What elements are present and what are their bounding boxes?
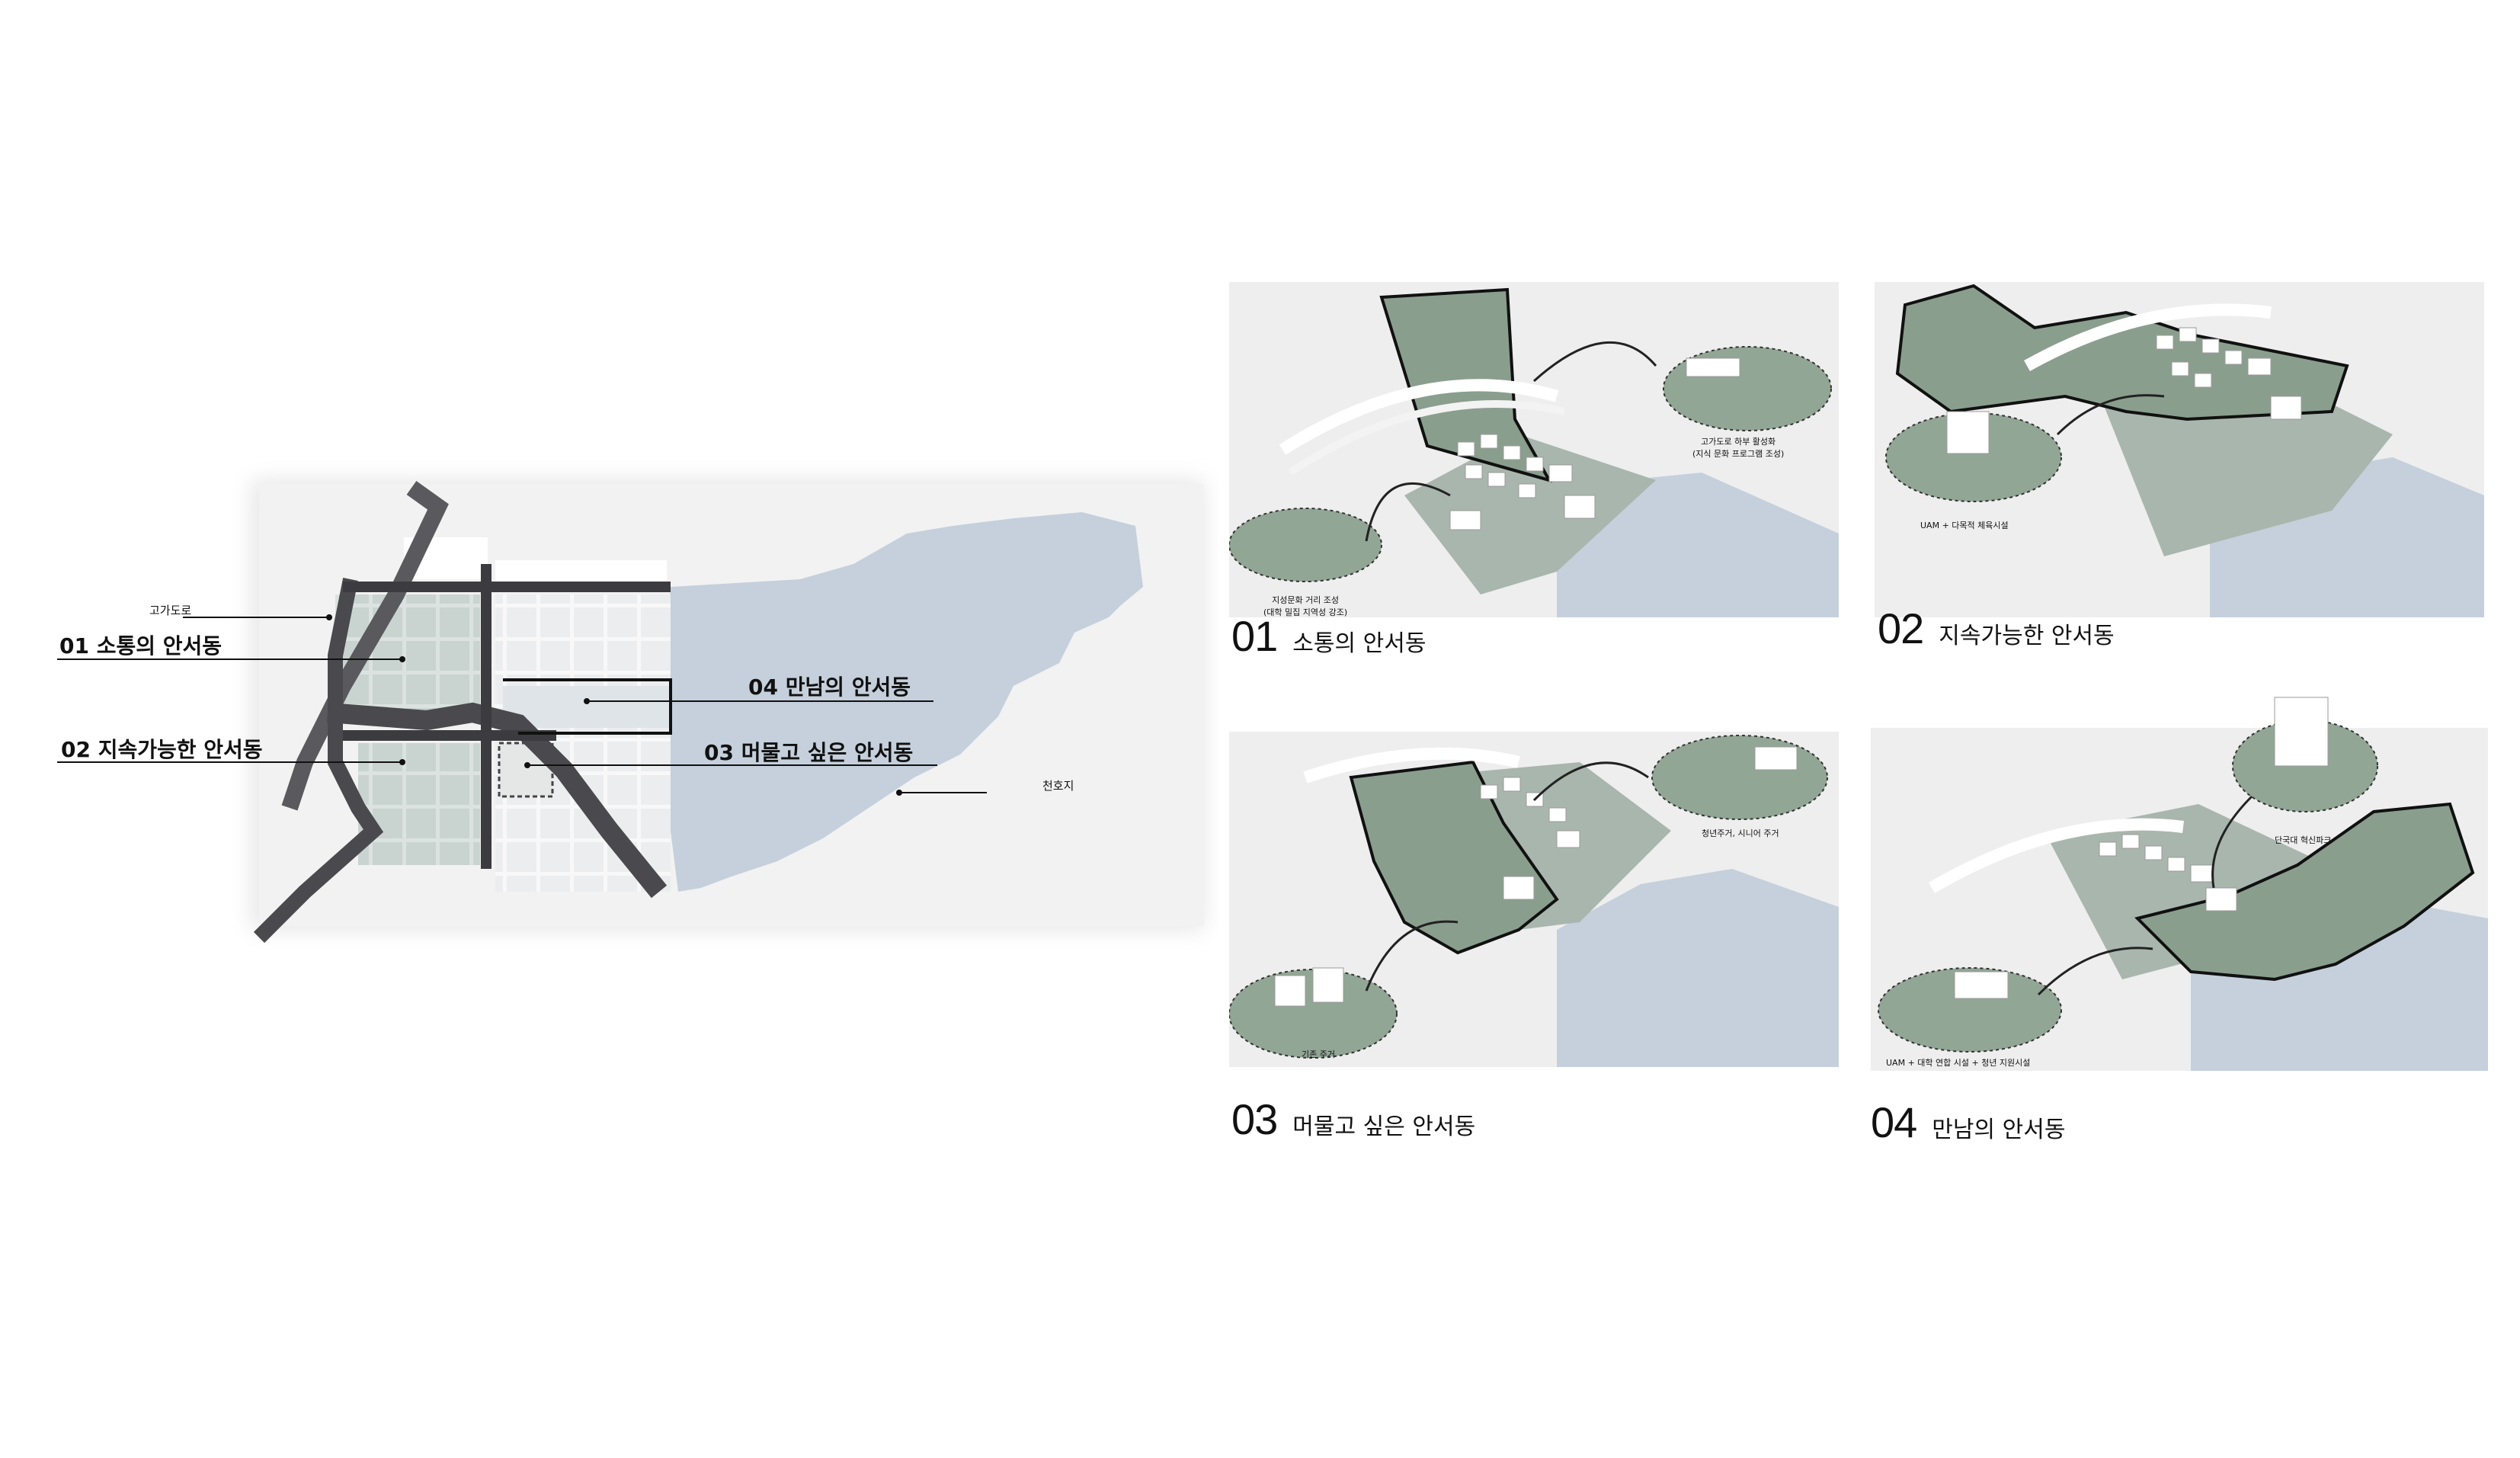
panel-04-diagram bbox=[1871, 697, 2488, 1071]
panel-03-diagram bbox=[1228, 732, 1839, 1067]
panel-03: 청년주거, 시니어 주거 기존 주거 bbox=[1228, 732, 1839, 1067]
main-road-diagonal bbox=[327, 702, 668, 899]
marker-zone2 bbox=[399, 759, 405, 765]
marker-zone4 bbox=[584, 698, 590, 704]
label-zone2: 02 지속가능한 안서동 bbox=[61, 737, 263, 762]
marker-zone1 bbox=[399, 656, 405, 662]
label-elevated-road: 고가도로 bbox=[149, 604, 192, 617]
site-plan-map bbox=[57, 480, 1204, 944]
panel-02: UAM + 다목적 체육시설 bbox=[1875, 282, 2484, 617]
panel-02-title: 지속가능한 안서동 bbox=[1939, 623, 2115, 649]
panel-03-caption: 03 머물고 싶은 안서동 bbox=[1231, 1094, 1475, 1144]
panel-01-title: 소통의 안서동 bbox=[1292, 630, 1427, 657]
elevated-road bbox=[281, 481, 449, 811]
panel-02-number: 02 bbox=[1878, 604, 1924, 652]
panel-04-number: 04 bbox=[1871, 1098, 1917, 1146]
label-zone1: 01 소통의 안서동 bbox=[59, 633, 223, 659]
block-top-right bbox=[495, 560, 667, 583]
panel-01-diagram bbox=[1228, 282, 1839, 617]
marker-elevated-road bbox=[326, 614, 332, 620]
block-grid-lower-left bbox=[358, 743, 480, 865]
panel-04-callout-2: UAM + 대학 연합 시설 + 청년 지원시설 bbox=[1886, 1058, 2031, 1068]
panel-02-caption: 02 지속가능한 안서동 bbox=[1878, 604, 2115, 653]
panel-02-callout-1: UAM + 다목적 체육시설 bbox=[1920, 521, 2009, 530]
marker-zone3 bbox=[524, 762, 530, 768]
panel-02-diagram bbox=[1875, 282, 2484, 617]
panel-03-number: 03 bbox=[1231, 1095, 1278, 1143]
panel-03-callout-2: 기존 주거 bbox=[1302, 1049, 1335, 1059]
panel-03-title: 머물고 싶은 안서동 bbox=[1292, 1114, 1476, 1140]
zone4-area bbox=[503, 686, 671, 728]
panel-01-caption: 01 소통의 안서동 bbox=[1231, 611, 1426, 661]
marker-lake bbox=[896, 790, 902, 796]
panel-04-callout-1: 단국대 혁신파크 bbox=[2275, 835, 2332, 845]
label-zone4: 04 만남의 안서동 bbox=[748, 675, 911, 700]
panel-04: 단국대 혁신파크 UAM + 대학 연합 시설 + 청년 지원시설 bbox=[1871, 690, 2488, 1071]
panel-01-number: 01 bbox=[1231, 612, 1278, 660]
panel-01: 고가도로 하부 활성화(지식 문화 프로그램 조성) 지성문화 거리 조성(대학… bbox=[1228, 282, 1839, 617]
panel-01-callout-1: 고가도로 하부 활성화(지식 문화 프로그램 조성) bbox=[1692, 437, 1785, 459]
panel-01-callout-2: 지성문화 거리 조성(대학 밀집 지역성 강조) bbox=[1263, 595, 1348, 617]
panel-03-callout-1: 청년주거, 시니어 주거 bbox=[1702, 828, 1779, 838]
label-zone3: 03 머물고 싶은 안서동 bbox=[704, 740, 914, 765]
label-lake: 천호지 bbox=[1042, 779, 1074, 793]
arterial-road-west bbox=[253, 578, 384, 944]
zone4-outline bbox=[503, 678, 672, 735]
panel-04-title: 만남의 안서동 bbox=[1932, 1117, 2066, 1143]
panel-04-caption: 04 만남의 안서동 bbox=[1871, 1098, 2065, 1147]
